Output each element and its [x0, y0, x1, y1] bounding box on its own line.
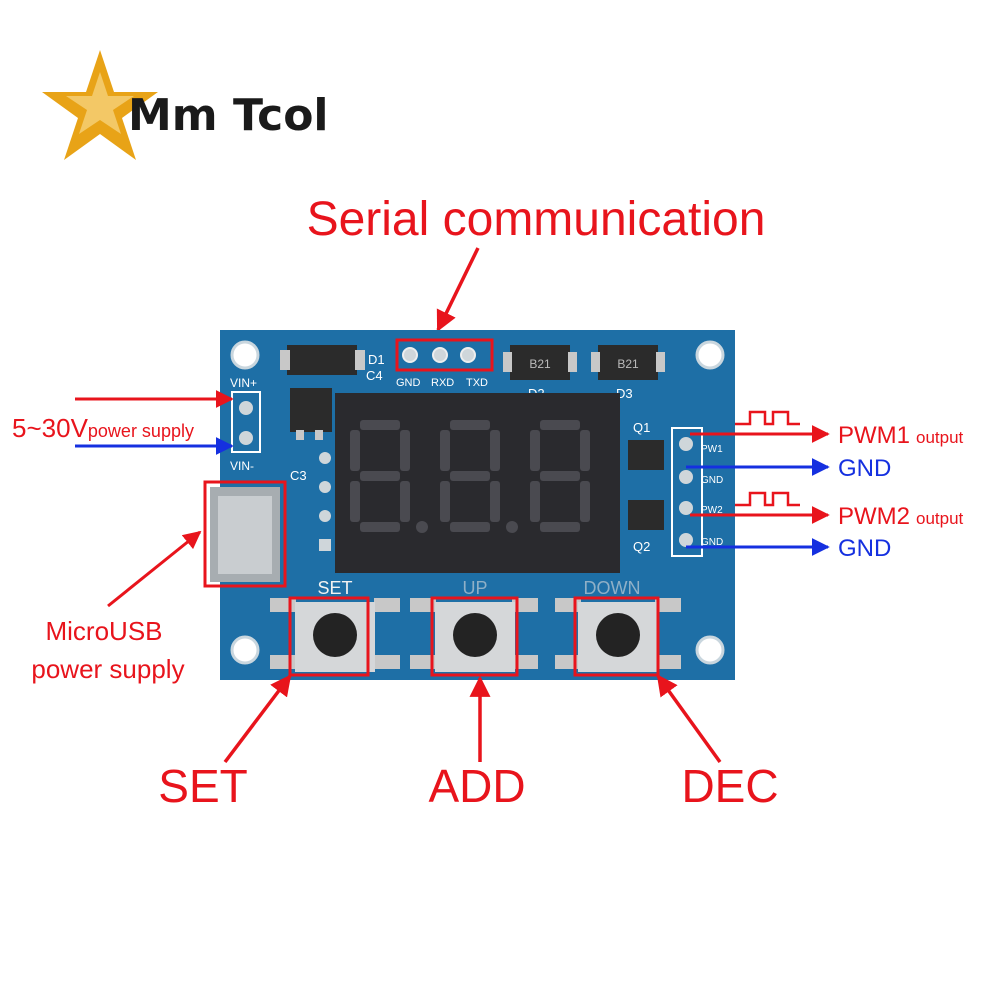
- display-segment: [530, 430, 540, 471]
- silk-pw1: PW1: [701, 444, 723, 455]
- display-segment: [450, 420, 490, 430]
- transistor-q1: [628, 440, 664, 470]
- display-segment: [540, 522, 580, 532]
- diode-d3: B21: [591, 345, 665, 380]
- silk-vin-plus: VIN+: [230, 376, 257, 390]
- title-serial-communication: Serial communication: [307, 193, 766, 246]
- microusb-arrow: [107, 530, 202, 608]
- display-segment: [350, 430, 360, 471]
- display-segment: [540, 420, 580, 430]
- display-digits: [350, 420, 590, 533]
- dec-arrow: [656, 674, 722, 764]
- display-pins: [319, 452, 331, 551]
- seven-segment-display: [335, 393, 620, 573]
- gnd1-label: GND: [838, 455, 891, 482]
- display-segment: [400, 430, 410, 471]
- serial-arrow: [436, 247, 480, 332]
- dec-label: DEC: [681, 760, 778, 812]
- display-segment: [530, 481, 540, 522]
- pwm2-output-label: output: [916, 509, 964, 528]
- power-supply-label: 5~30Vpower supply: [12, 413, 194, 443]
- display-digit: [350, 420, 428, 533]
- microusb-port: [203, 480, 287, 588]
- display-segment: [400, 481, 410, 522]
- silk-set: SET: [317, 578, 352, 598]
- display-decimal-point: [506, 521, 518, 533]
- brand-name: Mm Tcol: [128, 90, 329, 141]
- display-segment: [360, 420, 400, 430]
- silk-q1: Q1: [633, 420, 650, 435]
- display-segment: [540, 471, 580, 481]
- silk-up: UP: [462, 578, 487, 598]
- silk-down: DOWN: [584, 578, 641, 598]
- microusb-label-line1: MicroUSB: [45, 616, 162, 646]
- diode-d3-marking: B21: [617, 357, 639, 371]
- silk-vin-minus: VIN-: [230, 459, 254, 473]
- silk-c3: C3: [290, 468, 307, 483]
- pwm-output-header: [671, 427, 703, 557]
- silk-d3: D3: [616, 386, 633, 401]
- silk-txd: TXD: [466, 377, 488, 389]
- add-label: ADD: [428, 760, 525, 812]
- button-down[interactable]: [555, 596, 681, 677]
- diode-d1: [280, 345, 365, 375]
- silk-gnd1: GND: [701, 475, 723, 486]
- brand-logo: Mm Tcol: [42, 50, 329, 160]
- set-label: SET: [158, 760, 247, 812]
- display-segment: [450, 522, 490, 532]
- regulator-chip: [290, 388, 332, 440]
- gnd2-label: GND: [838, 535, 891, 562]
- display-segment: [440, 430, 450, 471]
- pwm2-label: PWM2: [838, 503, 910, 530]
- button-set[interactable]: [270, 596, 400, 677]
- mounting-hole: [695, 635, 725, 665]
- button-up[interactable]: [410, 596, 538, 677]
- display-segment: [350, 481, 360, 522]
- transistor-q2: [628, 500, 664, 530]
- mounting-hole: [230, 635, 260, 665]
- silk-q2: Q2: [633, 539, 650, 554]
- display-segment: [440, 481, 450, 522]
- display-digit: [440, 420, 518, 533]
- silk-d1: D1: [368, 352, 385, 367]
- silk-gnd-serial: GND: [396, 377, 421, 389]
- microusb-label-line2: power supply: [31, 654, 184, 684]
- display-segment: [450, 471, 490, 481]
- display-segment: [360, 522, 400, 532]
- set-arrow: [223, 674, 292, 764]
- mounting-hole: [230, 340, 260, 370]
- mounting-hole: [695, 340, 725, 370]
- display-segment: [580, 481, 590, 522]
- svg-text:5~30Vpower supply: 5~30Vpower supply: [12, 413, 194, 443]
- silk-pw2: PW2: [701, 505, 723, 516]
- display-segment: [580, 430, 590, 471]
- display-decimal-point: [416, 521, 428, 533]
- diode-d2: B21: [503, 345, 577, 380]
- pwm1-label: PWM1: [838, 422, 910, 449]
- diode-d2-marking: B21: [529, 357, 551, 371]
- power-supply-text: power supply: [88, 421, 194, 441]
- power-voltage: 5~30V: [12, 413, 89, 443]
- silk-rxd: RXD: [431, 377, 454, 389]
- display-segment: [490, 481, 500, 522]
- display-segment: [490, 430, 500, 471]
- pwm1-output-label: output: [916, 428, 964, 447]
- display-segment: [360, 471, 400, 481]
- serial-header: [395, 338, 494, 372]
- pwm1-waveform-icon: [735, 410, 800, 426]
- display-digit: [530, 420, 590, 532]
- silk-gnd2: GND: [701, 537, 723, 548]
- pcb-board: D1 C4 GND RXD TXD B21 D2 B21 D3 VIN+: [203, 330, 735, 680]
- vin-terminal: [231, 391, 261, 453]
- pwm2-waveform-icon: [735, 491, 800, 507]
- silk-c4: C4: [366, 368, 383, 383]
